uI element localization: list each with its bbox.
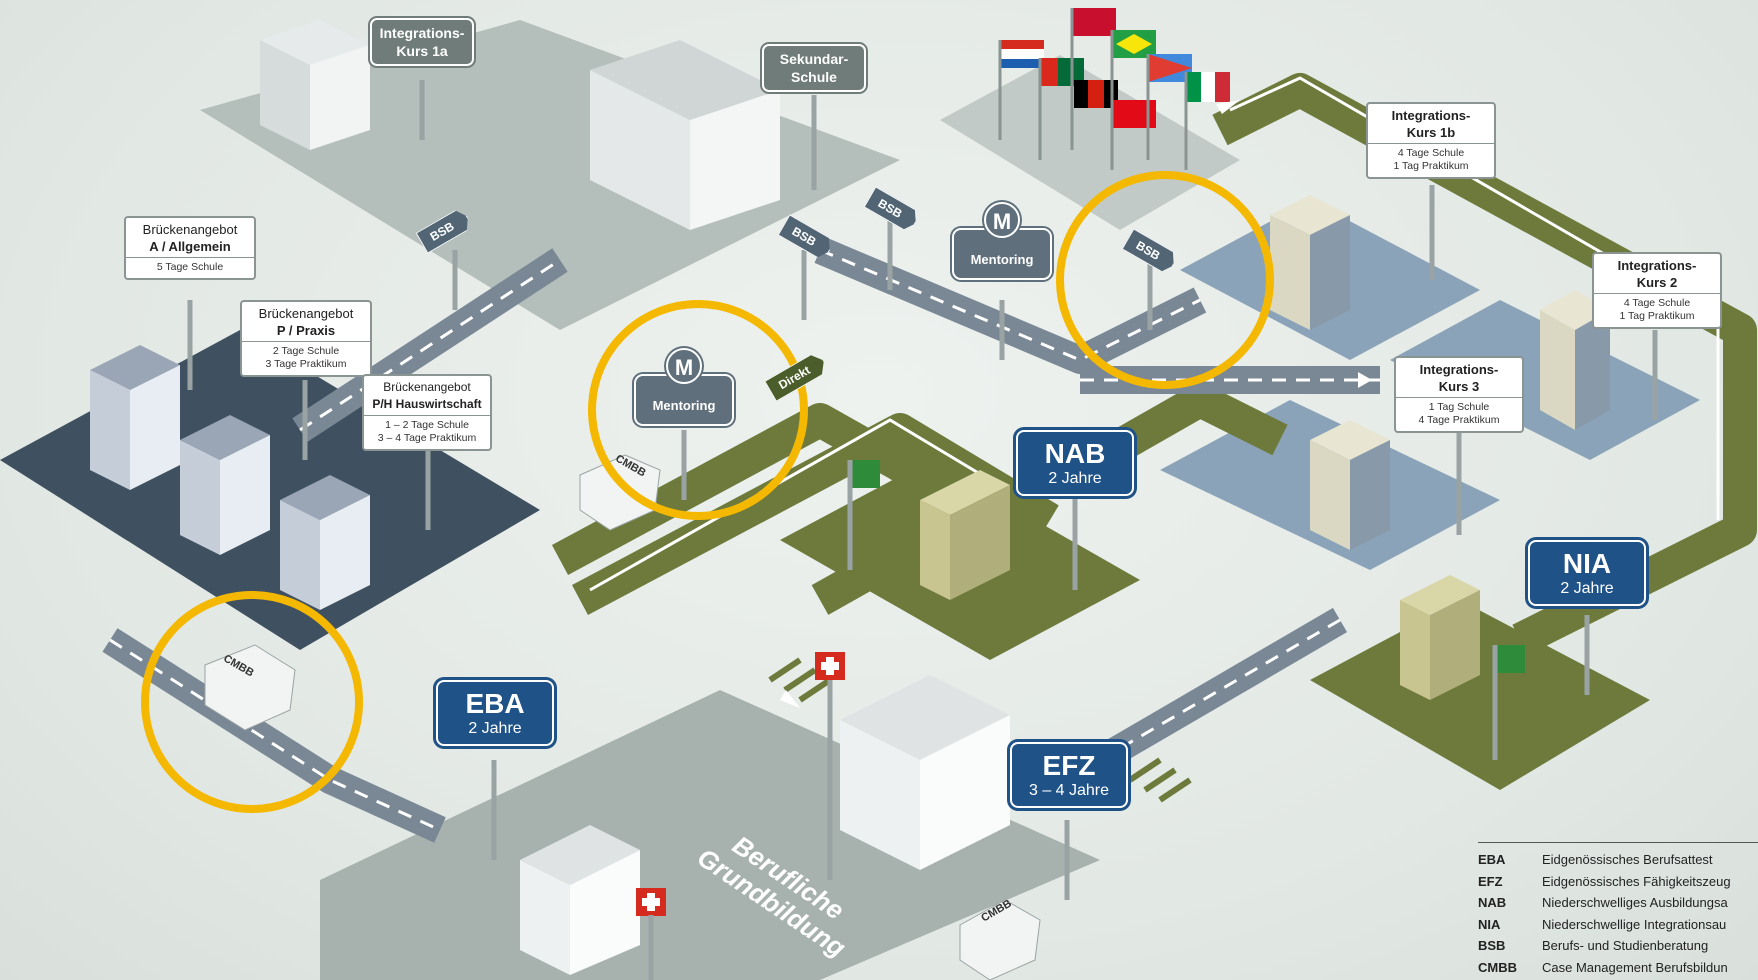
sign-title-bold: A / Allgemein xyxy=(149,239,231,254)
sign-sub-line: 1 – 2 Tage Schule xyxy=(385,419,469,431)
sign-sub: 2 Tage Schule 3 Tage Praktikum xyxy=(242,341,370,375)
legend-text: Eidgenössisches Fähigkeitszeug xyxy=(1542,873,1731,889)
legend-abbr: CMBB xyxy=(1478,959,1517,975)
sign-duration: 2 Jahre xyxy=(1560,580,1614,597)
legend-text: Niederschwelliges Ausbildungsa xyxy=(1542,895,1728,910)
sign-sub: 4 Tage Schule 1 Tag Praktikum xyxy=(1594,293,1720,327)
arrow-heads xyxy=(780,100,1372,708)
platform-nia xyxy=(1310,600,1650,790)
sign-efz: EFZ 3 – 4 Jahre xyxy=(1010,742,1128,808)
sign-title: Integrations- Kurs 1b xyxy=(1391,108,1471,140)
highlight-rings xyxy=(141,171,1274,813)
sign-mentoring-right: M Mentoring xyxy=(952,202,1052,284)
sign-sub-line: 4 Tage Schule xyxy=(1397,147,1465,159)
sign-nia: NIA 2 Jahre xyxy=(1528,540,1646,606)
sign-brueckenangebot-a: Brückenangebot A / Allgemein 5 Tage Schul… xyxy=(124,216,256,280)
mentoring-icon: M xyxy=(666,348,702,384)
sign-sub-line: 2 Tage Schule xyxy=(272,345,340,357)
sign-integrationskurs-1b: Integrations- Kurs 1b 4 Tage Schule 1 Ta… xyxy=(1366,102,1496,179)
legend-abbr: EFZ xyxy=(1478,873,1503,889)
sign-duration: 3 – 4 Jahre xyxy=(1028,782,1110,799)
mentoring-icon: M xyxy=(984,202,1020,238)
sign-abbr: NAB xyxy=(1044,438,1106,469)
legend: EBA Eidgenössisches Berufsattest EFZ Eidge… xyxy=(1478,842,1758,978)
legend-row: BSB Berufs- und Studienberatung xyxy=(1478,935,1758,957)
sign-integrationskurs-3: Integrations- Kurs 3 1 Tag Schule 4 Tage… xyxy=(1394,356,1524,433)
legend-row: CMBB Case Management Berufsbildun xyxy=(1478,957,1758,979)
legend-text: Case Management Berufsbildun xyxy=(1542,959,1728,975)
sign-sekundarschule: Sekundar- Schule xyxy=(762,44,866,92)
mentoring-label: Mentoring xyxy=(970,252,1034,267)
sign-sub-line: 3 Tage Praktikum xyxy=(265,358,347,370)
sign-integrationskurs-1a: Integrations- Kurs 1a xyxy=(370,18,474,66)
sign-brueckenangebot-p: Brückenangebot P / Praxis 2 Tage Schule 3… xyxy=(240,300,372,377)
sign-sub-line: 3 – 4 Tage Praktikum xyxy=(377,432,477,444)
sign-duration: 2 Jahre xyxy=(468,720,522,737)
legend-text: Berufs- und Studienberatung xyxy=(1542,938,1709,953)
sign-title-line: Brückenangebot xyxy=(258,306,354,321)
sign-title-line: Brückenangebot xyxy=(142,222,238,237)
sign-sub: 1 Tag Schule 4 Tage Praktikum xyxy=(1396,397,1522,431)
legend-abbr: BSB xyxy=(1478,938,1506,953)
sign-sub-line: 4 Tage Schule xyxy=(1623,297,1691,309)
cmbb-vans xyxy=(204,454,1041,980)
legend-abbr: NIA xyxy=(1478,916,1501,932)
legend-abbr: EBA xyxy=(1478,852,1506,867)
platform-grundbildung xyxy=(320,690,1100,980)
legend-row: NAB Niederschwelliges Ausbildungsa xyxy=(1478,892,1758,914)
crosswalk-stripes xyxy=(768,657,1192,803)
olive-road-lines xyxy=(589,76,1720,592)
legend-text: Niederschwellige Integrationsau xyxy=(1542,916,1727,932)
sign-sub-line: 4 Tage Praktikum xyxy=(1418,414,1500,426)
sign-sub-line: 1 Tag Schule xyxy=(1428,401,1490,413)
sign-sub: 1 – 2 Tage Schule 3 – 4 Tage Praktikum xyxy=(364,415,490,449)
mentoring-label: Mentoring xyxy=(652,398,716,413)
sign-sub: 5 Tage Schule xyxy=(126,257,254,278)
sign-abbr: NIA xyxy=(1562,548,1612,579)
legend-abbr: NAB xyxy=(1478,895,1507,910)
legend-row: EFZ Eidgenössisches Fähigkeitszeug xyxy=(1478,871,1758,893)
sign-text: Sekundar- Schule xyxy=(779,51,849,85)
mentoring-body xyxy=(952,228,1052,280)
sign-title: Brückenangebot P / Praxis xyxy=(242,302,370,341)
sign-title: Integrations- Kurs 3 xyxy=(1419,362,1499,394)
sign-mentoring-left: M Mentoring xyxy=(634,348,734,430)
legend-text: Eidgenössisches Berufsattest xyxy=(1542,852,1713,867)
sign-title: Brückenangebot A / Allgemein xyxy=(126,218,254,257)
sign-posts xyxy=(187,80,1658,980)
mentoring-body xyxy=(634,374,734,426)
platform-flags xyxy=(940,55,1240,230)
sign-sub-line: 1 Tag Praktikum xyxy=(1619,310,1695,322)
sign-sub-line: 5 Tage Schule xyxy=(156,261,224,273)
sign-title-bold: P / Praxis xyxy=(276,323,336,338)
legend-row: EBA Eidgenössisches Berufsattest xyxy=(1478,849,1758,871)
sign-title-line: Brückenangebot xyxy=(383,380,471,394)
buildings xyxy=(90,20,1610,975)
sign-abbr: EFZ xyxy=(1042,750,1096,781)
sign-sub: 4 Tage Schule 1 Tag Praktikum xyxy=(1368,143,1494,177)
sign-title-bold: P/H Hauswirtschaft xyxy=(372,397,482,411)
sign-sub-line: 1 Tag Praktikum xyxy=(1393,160,1469,172)
sign-eba: EBA 2 Jahre xyxy=(436,680,554,746)
sign-nab: NAB 2 Jahre xyxy=(1016,430,1134,496)
legend-row: NIA Niederschwellige Integrationsau xyxy=(1478,914,1758,936)
sign-title: Integrations- Kurs 2 xyxy=(1617,258,1697,290)
sign-abbr: EBA xyxy=(465,688,525,719)
sign-text: Integrations- Kurs 1a xyxy=(379,25,465,59)
sign-integrationskurs-2: Integrations- Kurs 2 4 Tage Schule 1 Tag… xyxy=(1592,252,1722,329)
flags xyxy=(636,8,1525,916)
sign-duration: 2 Jahre xyxy=(1048,470,1102,487)
